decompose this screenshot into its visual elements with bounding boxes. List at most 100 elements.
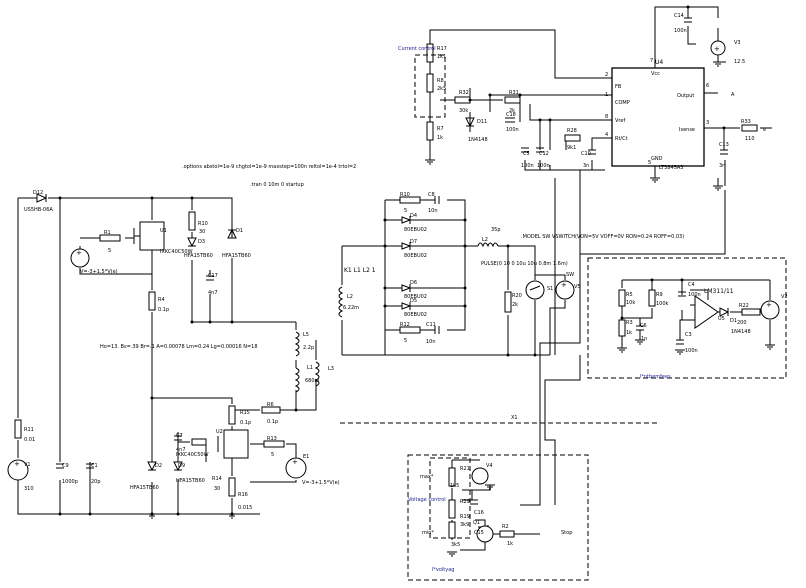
value-r33: 110	[745, 136, 755, 142]
transformer-params: Ho=13. Bs=.39 Br=.1 A=0.00078 Lm=0.24 Lg…	[100, 344, 258, 350]
label-d2: D2	[155, 463, 162, 469]
label-u5: U5	[718, 316, 725, 322]
ic-u4-pin-output: Output	[677, 93, 694, 99]
ic-u4-pin-vref: Vref	[615, 118, 625, 124]
value-c18: 100n	[506, 127, 519, 133]
label-r1: R1	[104, 230, 111, 236]
value-r17: 1k1	[437, 54, 446, 60]
value-d6: 80EBU02	[404, 294, 427, 300]
label-d6: D6	[410, 280, 417, 286]
value-r12: 5	[404, 338, 407, 344]
value-d3: HFA15TB60	[184, 253, 213, 259]
value-u2: IXKC40C50W	[176, 452, 209, 458]
value-u1: IXKC40C50W	[160, 249, 193, 255]
label-c18: C18	[506, 112, 516, 118]
value-c17: 4n7	[208, 290, 218, 296]
label-q1: Q1	[473, 520, 480, 526]
ic-u4-part: LT3845A3	[659, 165, 683, 171]
voltage-subcircuit-box	[407, 454, 589, 581]
label-c1: C1	[91, 463, 98, 469]
label-l2: L2	[347, 294, 353, 300]
label-d11: D11	[477, 119, 487, 125]
value-l5: 2.2p	[303, 345, 314, 351]
label-d1b: D1	[730, 318, 737, 324]
label-s1: S1	[547, 286, 553, 292]
comparator-block: +	[617, 278, 780, 355]
label-r2: R2	[502, 524, 509, 530]
label-d1: D1	[236, 228, 243, 234]
label-r12: R12	[400, 322, 410, 328]
lines-subcircuit-box	[587, 257, 787, 379]
value-r9: 100k	[656, 301, 669, 307]
label-r11: R11	[24, 427, 34, 433]
pin-num: 8	[605, 114, 608, 120]
value-r14: 30	[214, 486, 220, 492]
value-r7: 1k	[437, 135, 443, 141]
value-r20: 2k	[512, 302, 518, 308]
lines-subcircuit-label: l*ntbemfees	[640, 374, 671, 380]
label-r8: R8	[437, 78, 444, 84]
svg-text:+: +	[76, 249, 82, 257]
label-r19: R19	[460, 514, 470, 520]
label-c11: C11	[426, 322, 436, 328]
value-c11: 10n	[426, 339, 436, 345]
value-d11: 1N4148	[468, 137, 488, 143]
label-c8: C8	[428, 192, 435, 198]
label-r29: R29	[460, 499, 470, 505]
label-d12: D12	[33, 190, 43, 196]
ic-u4-pin-rtct: Rt/Ct	[615, 136, 628, 142]
label-l5: L5	[303, 332, 309, 338]
current-control-label: Current control	[398, 46, 436, 52]
label-c7: C7	[176, 433, 183, 439]
max-label: max*	[420, 474, 434, 480]
value-c7: 4n7	[176, 447, 186, 453]
label-r33: R33	[741, 119, 751, 125]
label-r16: R16	[238, 492, 248, 498]
label-v3: V3	[734, 40, 741, 46]
rectifier-block: +	[338, 196, 575, 357]
svg-text:+: +	[292, 458, 298, 466]
label-d7: D7	[410, 239, 417, 245]
pin-num: 4	[605, 132, 608, 138]
voltage-control-label: Voltage control	[408, 497, 446, 503]
label-d9: D9	[178, 463, 185, 469]
label-c17: C17	[208, 273, 218, 279]
label-d4: D4	[410, 213, 417, 219]
ic-u4-gnd: GND	[651, 156, 663, 162]
ic-u4-pin-fb: FB	[615, 84, 622, 90]
ic-u4-pin-comp: COMP	[615, 100, 630, 106]
label-d3: D3	[198, 239, 205, 245]
value-d12: US5HB-06A	[24, 207, 53, 213]
svg-text:+: +	[766, 301, 772, 309]
label-c13: C13	[719, 142, 729, 148]
label-c9: C9	[62, 463, 69, 469]
label-c4: C4	[688, 282, 695, 288]
value-d7: 80EBU02	[404, 253, 427, 259]
value-c4: 100n	[688, 292, 701, 298]
value-c1: 20p	[91, 479, 101, 485]
label-l2b: L2	[482, 237, 488, 243]
value-r16: 0.015	[238, 505, 252, 511]
controller-block: U4 Vcc FB COMP Vref Rt/Ct Output Isense …	[414, 5, 772, 191]
label-r21: R21	[460, 466, 470, 472]
label-c14: C14	[674, 13, 684, 19]
value-r1: 5	[108, 248, 111, 254]
value-l1: 680m	[305, 378, 320, 384]
label-r31: R31	[509, 90, 519, 96]
ic-u4-body[interactable]	[611, 67, 705, 167]
label-c6: C6	[640, 323, 647, 329]
value-l2b: 35p	[491, 227, 501, 233]
value-vsrc2: V=-3+1.5*V(e)	[302, 480, 340, 486]
value-d2: HFA15TB60	[130, 485, 159, 491]
label-l1: L1	[307, 365, 313, 371]
label-r14: R14	[212, 476, 222, 482]
label-v5: V5	[574, 284, 581, 290]
value-r21: 1k5	[450, 483, 459, 489]
value-d5: 80EBU02	[404, 312, 427, 318]
pin-num: 6	[706, 83, 709, 89]
value-r2: 1k	[507, 541, 513, 547]
svg-text:+: +	[561, 281, 567, 289]
directive-options: .options abstol=1e-9 chgtol=1e-9 maxstep…	[182, 164, 356, 170]
label-u2: U2	[216, 429, 223, 435]
label-r4: R4	[158, 297, 165, 303]
